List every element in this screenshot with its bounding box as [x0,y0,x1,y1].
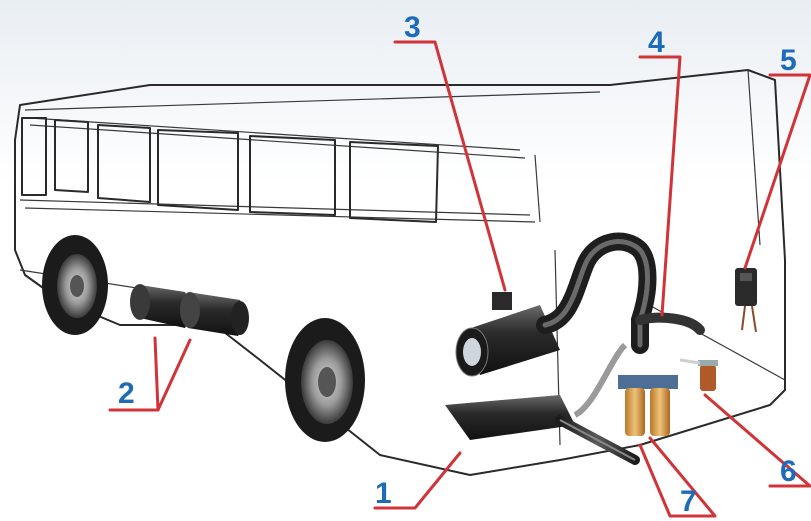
leader-line-2 [108,336,192,412]
small-filter [679,358,718,391]
leader-lines [108,40,811,518]
control-unit [735,268,757,333]
callout-label-3: 3 [404,11,421,44]
callout-label-5: 5 [780,44,797,77]
bus-body-outline [14,69,786,476]
callout-label-6: 6 [780,455,797,488]
leader-line-7 [638,436,717,518]
callout-label-2: 2 [118,377,135,410]
leader-line-6 [703,393,811,488]
air-filter-housing [455,292,560,377]
callout-label-4: 4 [648,26,665,59]
fuel-filters [618,375,678,436]
gas-cylinders [130,284,249,336]
bus-windows [21,117,541,223]
leader-line-3 [393,40,507,292]
callout-labels: 1 2 3 4 5 6 7 [118,11,797,518]
muffler-exhaust [445,342,640,465]
callout-label-1: 1 [375,477,392,510]
leader-line-4 [638,55,682,317]
front-wheel [285,318,365,442]
rear-wheel [42,235,108,335]
leader-line-1 [373,451,462,510]
intake-pipe [536,232,705,354]
callout-label-7: 7 [680,485,697,518]
leader-line-5 [743,73,811,270]
